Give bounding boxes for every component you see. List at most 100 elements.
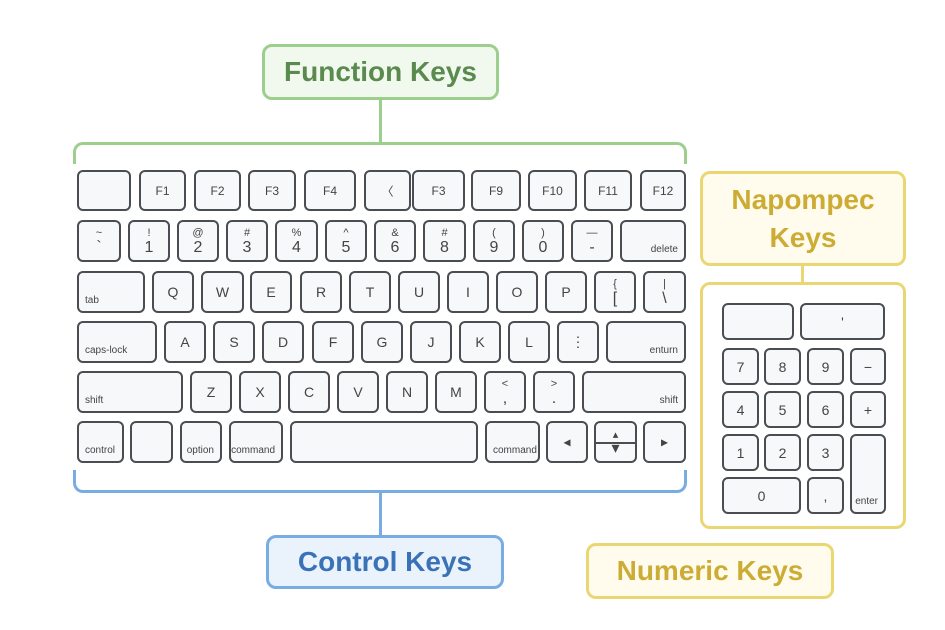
key-legend: O	[511, 284, 523, 300]
key-legend: F12	[652, 183, 674, 198]
key-legend: ⋮	[571, 333, 585, 350]
key-symbol[interactable]: 〈	[364, 170, 411, 211]
key-c[interactable]: C	[288, 371, 330, 413]
key-f1[interactable]: F1	[139, 170, 186, 211]
key-1[interactable]: 1	[722, 434, 759, 471]
key-legend: F9	[488, 183, 503, 198]
key-x[interactable]: X	[239, 371, 281, 413]
key-symbol[interactable]: ,	[807, 477, 844, 514]
key-t[interactable]: T	[349, 271, 391, 313]
key-symbol[interactable]: −	[850, 348, 886, 385]
key-0[interactable]: )0	[522, 220, 564, 262]
key-d[interactable]: D	[262, 321, 304, 363]
key-legend: U	[413, 284, 425, 300]
key-command[interactable]: command	[485, 421, 540, 463]
key-f[interactable]: F	[312, 321, 354, 363]
key-legend: #	[243, 227, 251, 239]
key-tab[interactable]: tab	[77, 271, 145, 313]
key-5[interactable]: ^5	[325, 220, 367, 262]
key-legend: 0	[757, 487, 766, 504]
key-legend: 6	[821, 401, 830, 418]
key-blank[interactable]	[77, 170, 131, 211]
key-7[interactable]: 7	[722, 348, 759, 385]
key-k[interactable]: K	[459, 321, 501, 363]
key-s[interactable]: S	[213, 321, 255, 363]
key-caps-lock[interactable]: caps-lock	[77, 321, 157, 363]
key-q[interactable]: Q	[152, 271, 194, 313]
key-command[interactable]: command	[229, 421, 283, 463]
key-1[interactable]: !1	[128, 220, 170, 262]
key-2[interactable]: @2	[177, 220, 219, 262]
key-3[interactable]: #3	[226, 220, 268, 262]
key-r[interactable]: R	[300, 271, 342, 313]
key-symbol[interactable]: |\	[643, 271, 686, 313]
key-symbol[interactable]: +	[850, 391, 886, 428]
key-symbol[interactable]: —-	[571, 220, 613, 262]
key-blank[interactable]	[722, 303, 794, 340]
key-6[interactable]: &6	[374, 220, 416, 262]
key-shift[interactable]: shift	[582, 371, 686, 413]
key-symbol[interactable]: ⋮	[557, 321, 599, 363]
key-symbol[interactable]: ◂	[546, 421, 588, 463]
key-9[interactable]: 9	[807, 348, 844, 385]
key-i[interactable]: I	[447, 271, 489, 313]
key-5[interactable]: 5	[764, 391, 801, 428]
key-symbol[interactable]: ▴▾	[594, 421, 637, 463]
key-4[interactable]: 4	[722, 391, 759, 428]
key-option[interactable]: option	[180, 421, 222, 463]
key-g[interactable]: G	[361, 321, 403, 363]
key-o[interactable]: O	[496, 271, 538, 313]
key-symbol[interactable]: ~`	[77, 220, 121, 262]
key-v[interactable]: V	[337, 371, 379, 413]
key-f9[interactable]: F9	[471, 170, 521, 211]
key-3[interactable]: 3	[807, 434, 844, 471]
key-a[interactable]: A	[164, 321, 206, 363]
key-f3[interactable]: F3	[248, 170, 296, 211]
key-legend: 5	[341, 239, 351, 256]
key-f4[interactable]: F4	[304, 170, 356, 211]
key-l[interactable]: L	[508, 321, 550, 363]
key-blank[interactable]	[290, 421, 478, 463]
key-delete[interactable]: delete	[620, 220, 686, 262]
key-6[interactable]: 6	[807, 391, 844, 428]
key-shift[interactable]: shift	[77, 371, 183, 413]
key-legend: 9	[821, 358, 830, 375]
key-legend: F11	[598, 183, 618, 198]
key-legend: ~	[95, 227, 103, 239]
key-4[interactable]: %4	[275, 220, 318, 262]
numeric-keys-label: Numeric Keys	[586, 543, 834, 599]
key-legend: F	[328, 334, 338, 350]
key-u[interactable]: U	[398, 271, 440, 313]
key-legend: 6	[390, 239, 400, 256]
key-legend: shift	[85, 395, 104, 406]
key-m[interactable]: M	[435, 371, 477, 413]
key-8[interactable]: #8	[423, 220, 466, 262]
key-8[interactable]: 8	[764, 348, 801, 385]
key-control[interactable]: control	[77, 421, 124, 463]
key-legend: 〈	[381, 184, 394, 198]
key-symbol[interactable]: ▸	[643, 421, 686, 463]
key-p[interactable]: P	[545, 271, 587, 313]
key-2[interactable]: 2	[764, 434, 801, 471]
key-enter[interactable]: enter	[850, 434, 886, 514]
key-9[interactable]: (9	[473, 220, 515, 262]
key-symbol[interactable]: {[	[594, 271, 636, 313]
key-legend: S	[229, 334, 239, 350]
key-f3[interactable]: F3	[412, 170, 465, 211]
key-j[interactable]: J	[410, 321, 452, 363]
key-f11[interactable]: F11	[584, 170, 632, 211]
key-symbol[interactable]: >.	[533, 371, 575, 413]
key-0[interactable]: 0	[722, 477, 801, 514]
key-e[interactable]: E	[250, 271, 292, 313]
key-symbol[interactable]: <,	[484, 371, 526, 413]
key-symbol[interactable]: '	[800, 303, 885, 340]
key-w[interactable]: W	[201, 271, 244, 313]
key-f12[interactable]: F12	[640, 170, 686, 211]
key-blank[interactable]	[130, 421, 173, 463]
key-legend: [	[612, 290, 618, 307]
key-f10[interactable]: F10	[528, 170, 577, 211]
key-z[interactable]: Z	[190, 371, 232, 413]
key-n[interactable]: N	[386, 371, 428, 413]
key-f2[interactable]: F2	[194, 170, 241, 211]
key-enturn[interactable]: enturn	[606, 321, 686, 363]
